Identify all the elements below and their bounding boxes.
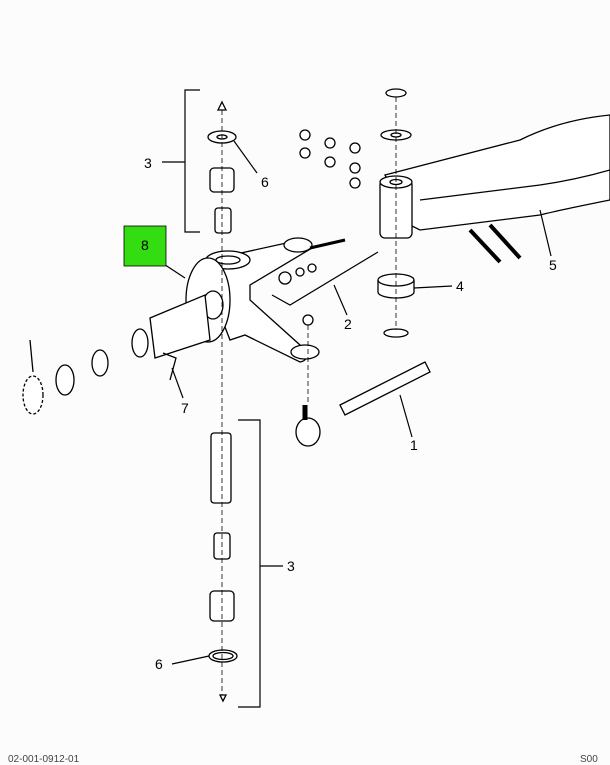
bottom-bushing-long: [210, 432, 232, 504]
top-bushing-large: [209, 167, 235, 193]
axle-beam: [384, 114, 610, 231]
callout-3-top: 3: [144, 155, 152, 171]
callout-7: 7: [181, 400, 189, 416]
tie-rod: [339, 361, 431, 416]
top-bushing-small: [214, 207, 232, 234]
callout-5: 5: [549, 257, 557, 273]
callout-highlight: [123, 225, 167, 267]
footer-code-left: 02-001-0912-01: [8, 754, 80, 765]
callout-1: 1: [410, 437, 418, 453]
callout-2: 2: [344, 316, 352, 332]
callout-6-bottom: 6: [155, 656, 163, 672]
callout-3-bottom: 3: [287, 558, 295, 574]
gear-nut: [22, 375, 44, 415]
footer-code-right: S00: [580, 754, 598, 765]
callout-6-top: 6: [261, 174, 269, 190]
steering-knuckle: [131, 237, 320, 381]
callout-4: 4: [456, 278, 464, 294]
callout-8[interactable]: 8: [141, 237, 149, 253]
nuts: [299, 129, 361, 189]
